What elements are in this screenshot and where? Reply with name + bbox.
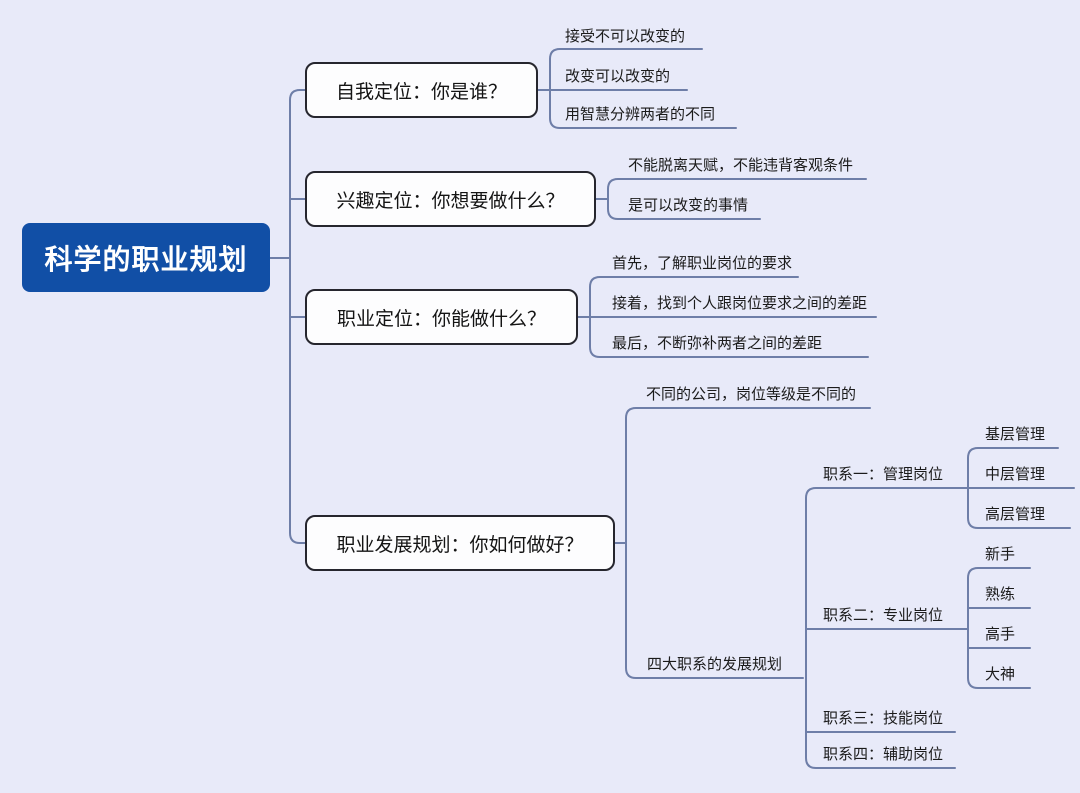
connector-b3-down <box>589 316 869 358</box>
leaf-senior-management[interactable]: 高层管理 <box>985 507 1046 523</box>
leaf-distinguish-with-wisdom[interactable]: 用智慧分辨两者的不同 <box>565 107 716 123</box>
leaf-change-changeable[interactable]: 改变可以改变的 <box>565 69 671 85</box>
connector-b2-down <box>607 198 761 220</box>
node-family-2-professional[interactable]: 职系二：专业岗位 <box>823 608 944 624</box>
leaf-find-personal-gap[interactable]: 接着，找到个人跟岗位要求之间的差距 <box>612 296 868 312</box>
connector-b3-up <box>589 276 799 318</box>
leaf-understand-job-requirements[interactable]: 首先，了解职业岗位的要求 <box>612 256 793 272</box>
leaf-talent-and-conditions[interactable]: 不能脱离天赋，不能违背客观条件 <box>628 158 854 174</box>
node-family-3-skill[interactable]: 职系三：技能岗位 <box>823 711 944 727</box>
connector-b2-up <box>607 178 867 200</box>
leaf-things-changeable[interactable]: 是可以改变的事情 <box>628 198 749 214</box>
connector-b1-down <box>549 89 737 129</box>
node-career-positioning[interactable]: 职业定位：你能做什么？ <box>305 289 578 345</box>
leaf-master[interactable]: 大神 <box>985 667 1016 683</box>
leaf-expert[interactable]: 高手 <box>985 627 1016 643</box>
leaf-bridge-the-gap[interactable]: 最后，不断弥补两者之间的差距 <box>612 336 823 352</box>
node-interest-positioning[interactable]: 兴趣定位：你想要做什么？ <box>305 171 596 227</box>
root-node-career-planning[interactable]: 科学的职业规划 <box>22 223 270 292</box>
leaf-company-rank-differs[interactable]: 不同的公司，岗位等级是不同的 <box>646 387 857 403</box>
connector-b1-up <box>549 48 703 91</box>
node-family-1-management[interactable]: 职系一：管理岗位 <box>823 467 944 483</box>
node-family-4-support[interactable]: 职系四：辅助岗位 <box>823 747 944 763</box>
node-four-family-plan[interactable]: 四大职系的发展规划 <box>647 657 783 673</box>
leaf-accept-unchangeable[interactable]: 接受不可以改变的 <box>565 29 686 45</box>
leaf-proficient[interactable]: 熟练 <box>985 587 1016 603</box>
leaf-junior-management[interactable]: 基层管理 <box>985 427 1046 443</box>
connector-prof-spine <box>967 567 1031 689</box>
node-career-development-plan[interactable]: 职业发展规划：你如何做好？ <box>305 515 615 571</box>
connector-b4-spine <box>625 407 871 679</box>
node-self-positioning[interactable]: 自我定位：你是谁？ <box>305 62 538 118</box>
leaf-middle-management[interactable]: 中层管理 <box>985 467 1046 483</box>
leaf-novice[interactable]: 新手 <box>985 547 1016 563</box>
